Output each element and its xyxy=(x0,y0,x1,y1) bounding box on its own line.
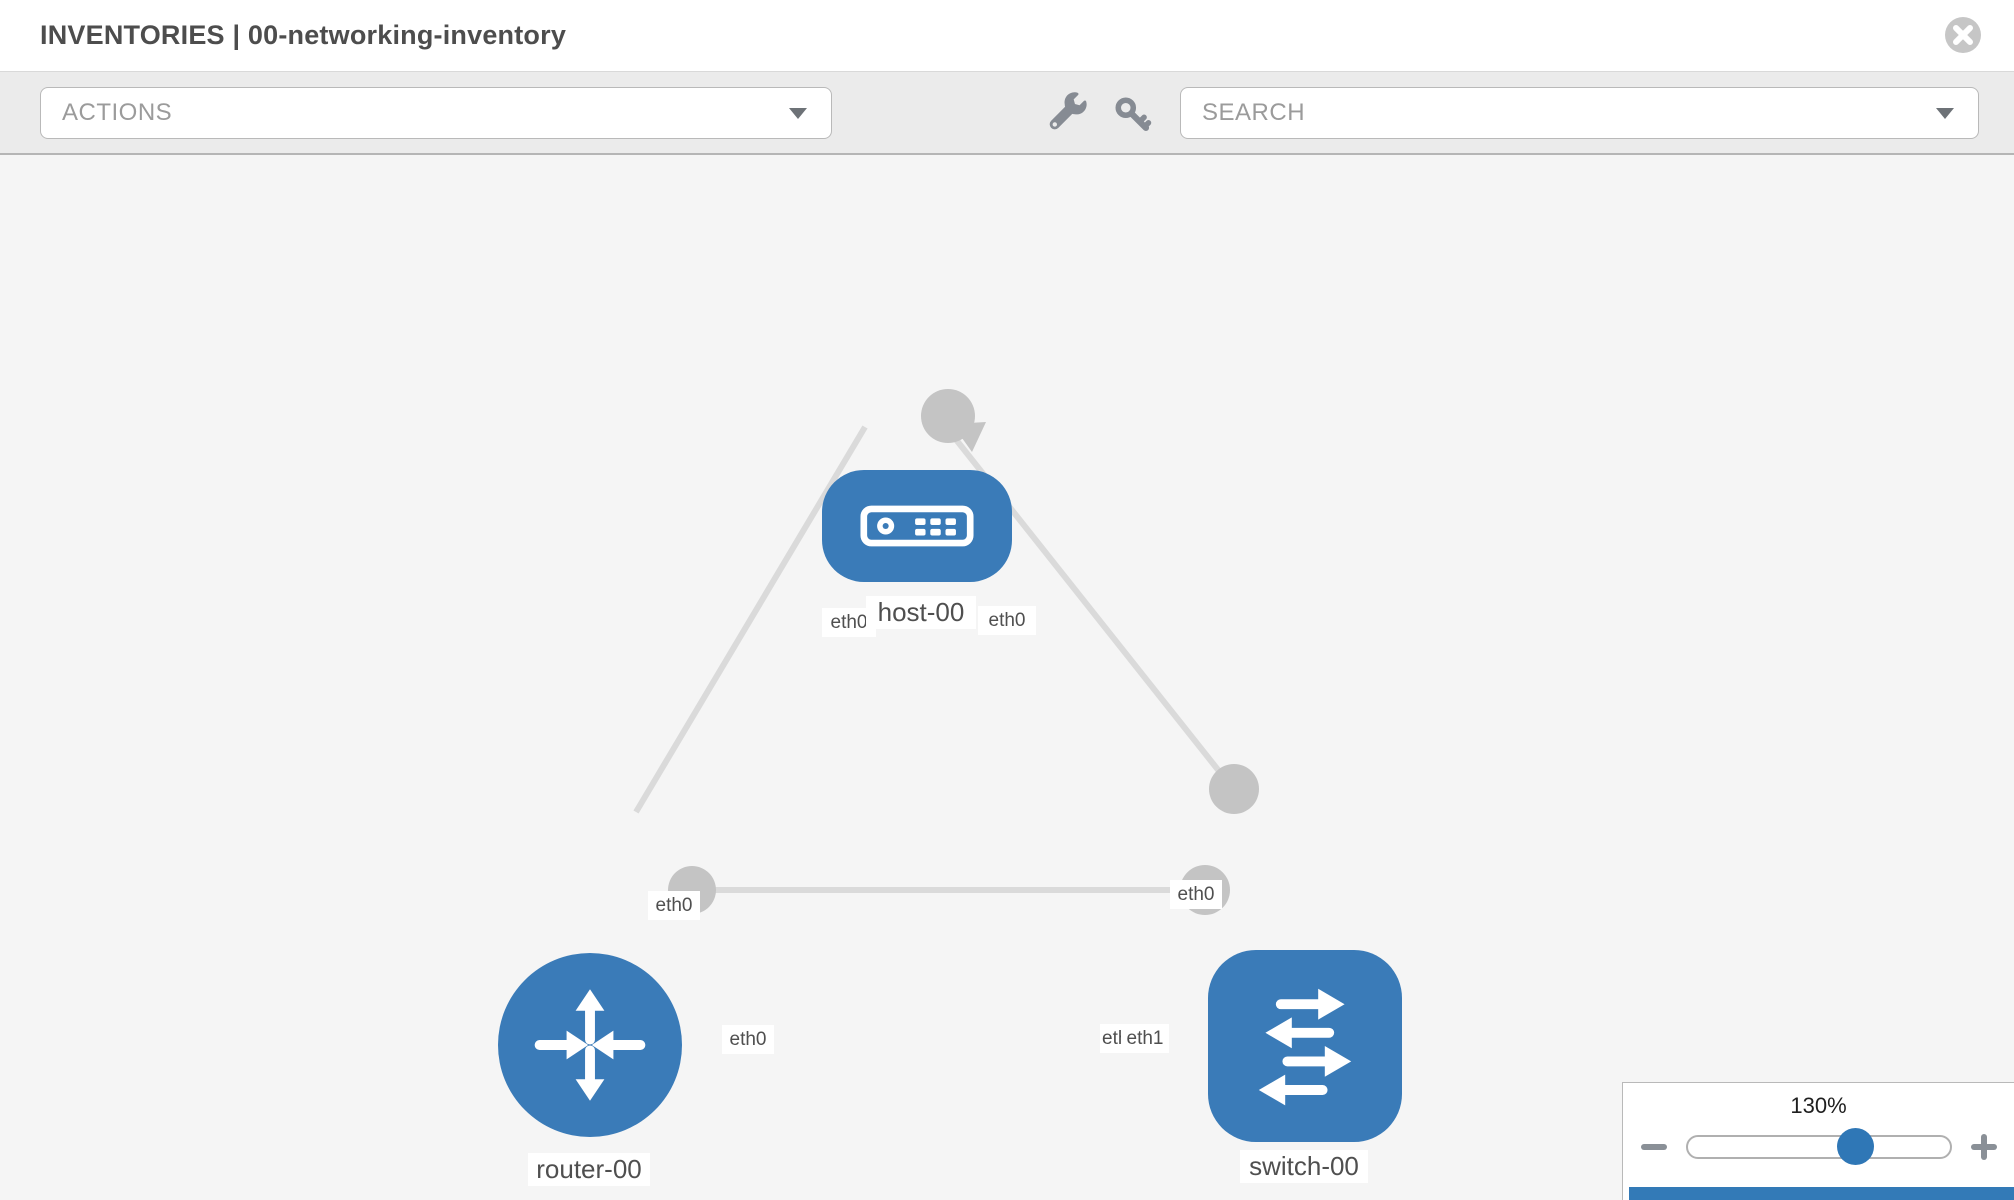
node-label-router: router-00 xyxy=(528,1153,650,1186)
zoom-slider-row xyxy=(1623,1128,2014,1165)
credentials-button[interactable] xyxy=(1110,92,1154,136)
header-bar: INVENTORIES | 00-networking-inventory xyxy=(0,0,2014,72)
wrench-icon xyxy=(1049,92,1087,130)
zoom-level-value: 130% xyxy=(1790,1093,1847,1118)
chevron-down-icon xyxy=(1936,107,1954,119)
node-switch-00[interactable] xyxy=(1208,950,1402,1142)
zoom-slider-knob[interactable] xyxy=(1836,1128,1874,1165)
zoom-slider[interactable] xyxy=(1685,1128,1952,1165)
close-button[interactable] xyxy=(1944,16,1982,54)
node-label-host: host-00 xyxy=(866,596,976,629)
actions-dropdown[interactable]: ACTIONS xyxy=(40,87,832,139)
node-router-00[interactable] xyxy=(498,953,682,1137)
node-host-00[interactable] xyxy=(822,470,1012,582)
chevron-down-icon xyxy=(789,107,807,119)
connector-switch-top xyxy=(1209,764,1259,814)
connector-host-tail xyxy=(952,422,986,452)
search-dropdown[interactable] xyxy=(1180,87,1979,139)
interface-label: eth0 xyxy=(978,606,1036,635)
key-icon xyxy=(1115,97,1152,132)
zoom-in-button[interactable] xyxy=(1970,1133,1998,1161)
page-title: INVENTORIES | 00-networking-inventory xyxy=(40,20,567,50)
node-label-switch: switch-00 xyxy=(1240,1150,1368,1183)
topology-canvas[interactable]: eth0 eth0 eth0 eth0 eth0 eth0 eth1 host-… xyxy=(0,155,2014,1200)
interface-label: eth0 xyxy=(1170,880,1222,909)
host-icon xyxy=(860,505,974,547)
zoom-panel: 130% xyxy=(1622,1082,2014,1200)
router-icon xyxy=(534,989,646,1101)
interface-label: eth0 xyxy=(648,891,700,920)
close-icon xyxy=(1945,17,1981,53)
interface-label: eth1 xyxy=(1121,1024,1169,1053)
toolbar: ACTIONS xyxy=(0,72,2014,155)
actions-dropdown-label: ACTIONS xyxy=(62,99,173,126)
configure-button[interactable] xyxy=(1046,92,1090,136)
interface-label: eth0 xyxy=(722,1025,774,1054)
topology-links-layer xyxy=(633,389,1259,915)
switch-icon xyxy=(1258,988,1352,1106)
search-input[interactable] xyxy=(1202,99,1936,127)
zoom-out-button[interactable] xyxy=(1640,1133,1668,1161)
zoom-panel-accent-bar xyxy=(1629,1187,2014,1200)
